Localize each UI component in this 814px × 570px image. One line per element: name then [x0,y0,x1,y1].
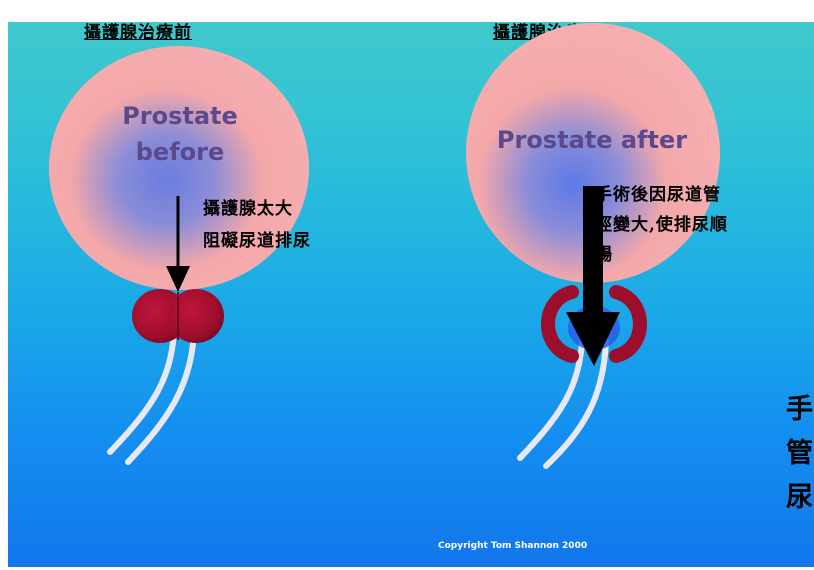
note-before-line-2: 阻礙尿道排尿 [203,225,311,257]
side-text-3: 尿 [786,476,814,520]
copyright-text: Copyright Tom Shannon 2000 [438,541,587,551]
side-text-2: 管 [786,432,814,476]
label-prostate-before-1: Prostate [122,102,238,130]
note-after-line-3: 暢 [595,240,728,270]
label-prostate-after: Prostate after [497,126,687,154]
label-prostate-before-2: before [136,138,225,166]
note-after: 手術後因尿道管 徑變大,使排尿順 暢 [595,180,728,270]
urethra-before [110,330,194,462]
enlarged-lobes-before [132,289,224,343]
note-after-line-1: 手術後因尿道管 [595,180,728,210]
note-before: 攝護腺太大 阻礙尿道排尿 [203,193,311,257]
note-after-line-2: 徑變大,使排尿順 [595,210,728,240]
side-text-1: 手 [786,388,814,432]
note-before-line-1: 攝護腺太大 [203,193,311,225]
side-text: 手 管 尿 [786,388,814,520]
